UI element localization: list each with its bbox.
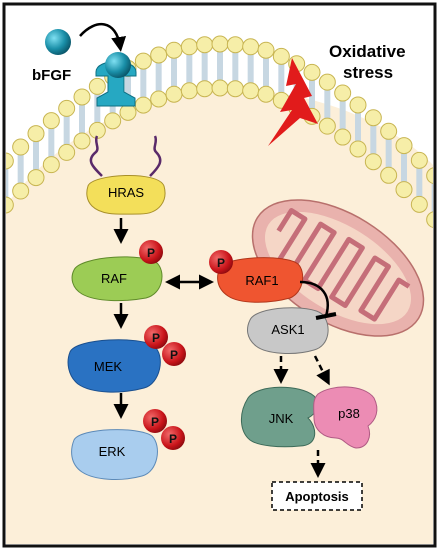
hras-label: HRAS <box>108 185 144 200</box>
lipid-head <box>395 137 413 155</box>
lipid-head <box>165 85 183 103</box>
erk-protein <box>71 429 158 480</box>
lipid-head <box>395 181 413 199</box>
lipid-head <box>334 128 352 146</box>
phosphate-mek-2: P <box>162 342 186 366</box>
bfgf-ligand <box>45 29 71 55</box>
lipid-head <box>104 112 122 130</box>
lipid-head <box>58 143 76 161</box>
lipid-head <box>73 132 91 150</box>
apoptosis-box <box>271 481 363 511</box>
lipid-head <box>257 41 275 59</box>
lipid-head <box>6 152 14 170</box>
inhibition-bar <box>315 312 337 320</box>
raf-label: RAF <box>101 271 127 286</box>
lipid-head <box>226 36 244 54</box>
binding-arrow <box>79 22 127 52</box>
lipid-head <box>165 41 183 59</box>
lipid-head <box>364 109 382 127</box>
lipid-head <box>27 125 45 143</box>
lipid-head <box>410 151 428 169</box>
ask1-protein <box>247 307 329 354</box>
lipid-head <box>196 80 214 98</box>
mek-protein <box>67 339 161 393</box>
lipid-head <box>211 79 229 97</box>
lipid-head <box>226 80 244 98</box>
lipid-head <box>42 112 60 130</box>
phospho-label: P <box>169 432 177 446</box>
lipid-head <box>196 36 214 54</box>
phospho-label: P <box>152 331 160 345</box>
p38-label: p38 <box>338 406 360 421</box>
lipid-head <box>272 47 290 65</box>
lipid-head <box>410 195 428 213</box>
phosphate-erk-2: P <box>161 426 185 450</box>
lipid-head <box>88 77 106 95</box>
hras-protein <box>86 175 166 215</box>
lipid-head <box>180 82 198 100</box>
lipid-head <box>73 88 91 106</box>
lipid-head <box>134 52 152 70</box>
raf1-label: RAF1 <box>245 273 278 288</box>
phospho-label: P <box>170 348 178 362</box>
lipid-head <box>364 153 382 171</box>
stress-label-line1: Oxidative <box>329 42 406 61</box>
lipid-head <box>12 182 30 200</box>
lipid-head <box>242 82 260 100</box>
lipid-head <box>242 38 260 56</box>
phosphate-raf1: P <box>209 250 233 274</box>
lipid-head <box>380 122 398 140</box>
lipid-head <box>303 63 321 81</box>
phospho-label: P <box>217 256 225 270</box>
lipid-head <box>318 117 336 135</box>
lipid-head <box>318 73 336 91</box>
lipid-head <box>426 211 433 228</box>
lipid-head <box>180 38 198 56</box>
apoptosis-label: Apoptosis <box>285 489 349 504</box>
lipid-head <box>349 140 367 158</box>
erk-label: ERK <box>99 444 126 459</box>
lipid-head <box>6 196 14 214</box>
lipid-head <box>257 85 275 103</box>
lipid-head <box>349 96 367 114</box>
hras-anchor-right <box>149 135 162 177</box>
raf-protein <box>71 256 163 302</box>
lipid-head <box>380 166 398 184</box>
hras-anchor-left <box>89 135 103 177</box>
lipid-head <box>150 46 168 64</box>
lipid-head <box>12 138 30 156</box>
p38-protein <box>313 386 378 449</box>
raf1-protein <box>217 257 304 303</box>
mek-label: MEK <box>94 359 123 374</box>
lipid-head <box>150 90 168 108</box>
bfgf-bound-ligand <box>105 52 131 78</box>
lipid-head <box>42 156 60 174</box>
jnk-protein <box>241 386 319 448</box>
phosphate-mek-1: P <box>144 325 168 349</box>
lightning-bolt-icon <box>268 58 318 146</box>
lipid-head <box>426 167 433 184</box>
lipid-head <box>27 169 45 187</box>
jnk-label: JNK <box>269 411 294 426</box>
phospho-label: P <box>151 415 159 429</box>
stress-label-line2: stress <box>343 63 393 82</box>
phospho-label: P <box>147 246 155 260</box>
lipid-head <box>134 96 152 114</box>
ask1-label: ASK1 <box>271 322 304 337</box>
bfgf-label: bFGF <box>32 67 71 84</box>
lipid-head <box>88 121 106 139</box>
phosphate-raf: P <box>139 240 163 264</box>
lipid-head <box>119 103 137 121</box>
lipid-head <box>334 84 352 102</box>
lipid-head <box>58 99 76 117</box>
phosphate-erk-1: P <box>143 409 167 433</box>
arrow-ask1-p38 <box>313 355 330 386</box>
lipid-head <box>211 35 229 53</box>
inhibition-raf1-ask1 <box>299 280 329 317</box>
